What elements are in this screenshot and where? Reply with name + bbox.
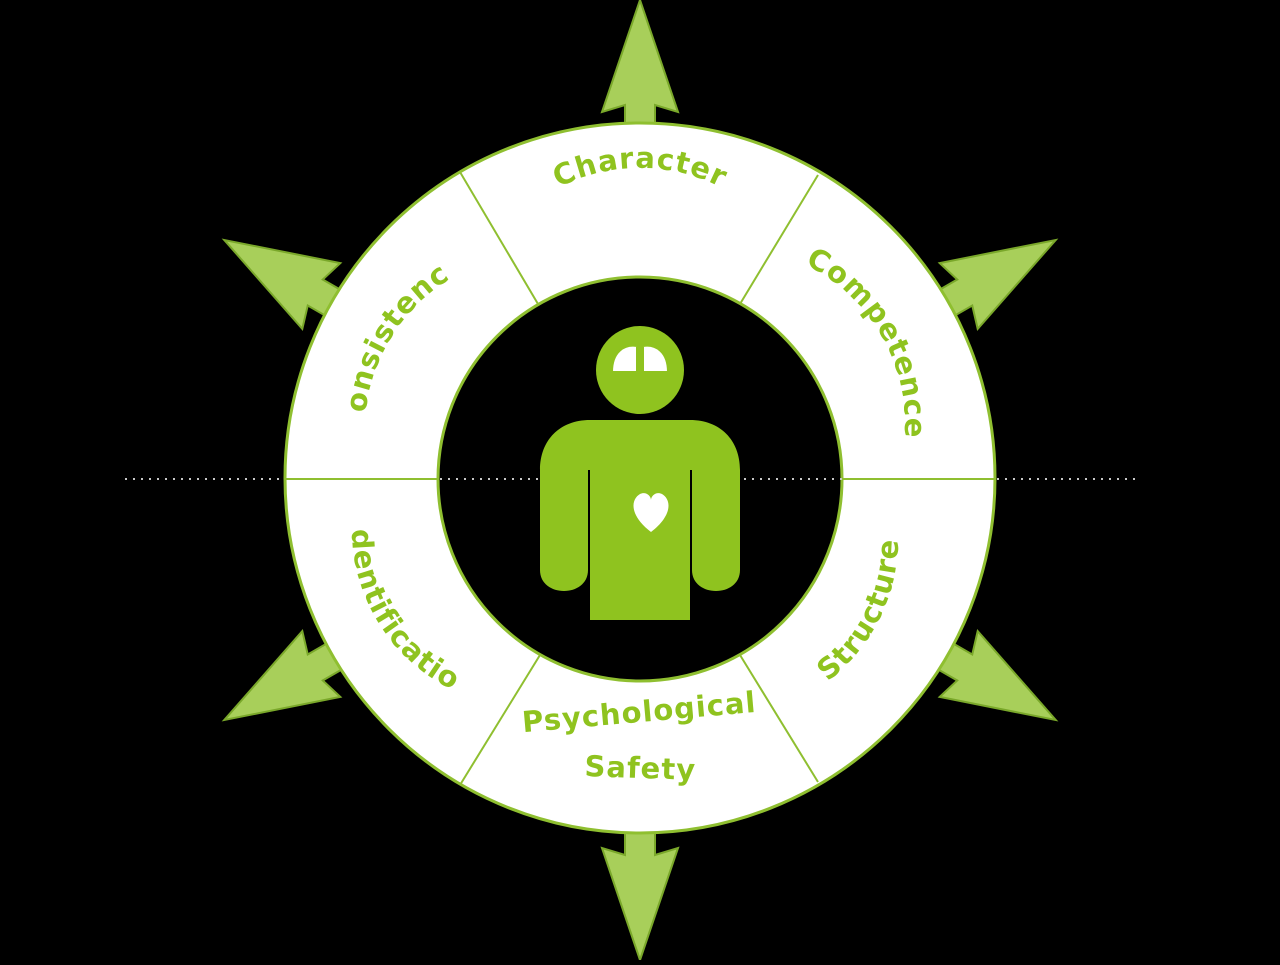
- person-icon: [540, 326, 740, 620]
- divider-upper-right: [739, 174, 819, 305]
- arrow-icon-down: [600, 819, 680, 964]
- divider-upper-left: [459, 171, 539, 305]
- divider-lower-left: [459, 654, 541, 786]
- divider-lower-right: [739, 654, 819, 783]
- heart-icon: [633, 493, 669, 532]
- segment-label-safety: Safety: [584, 749, 697, 787]
- brain-icon: [610, 344, 670, 373]
- person-head: [596, 326, 684, 414]
- segment-dividers: [284, 171, 995, 786]
- arrow-icon-up: [600, 0, 680, 141]
- segment-label-consistency: Consistency: [0, 0, 455, 414]
- segment-text-consistency: Consistency: [0, 0, 454, 414]
